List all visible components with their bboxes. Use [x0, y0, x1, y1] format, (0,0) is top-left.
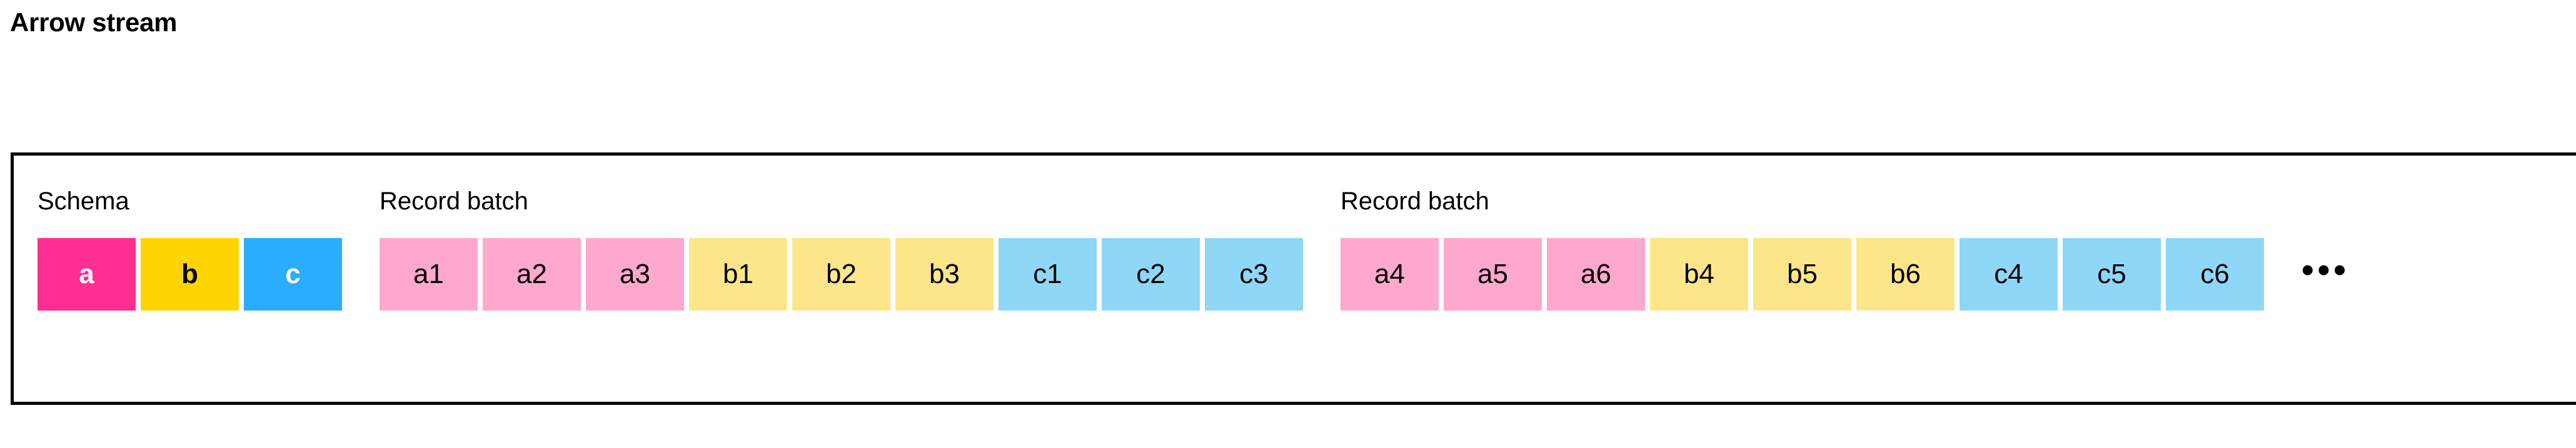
record-batch-cell-a3: a3: [586, 238, 684, 311]
record-batch-cell-a2: a2: [483, 238, 581, 311]
record-batch-cell-b4: b4: [1650, 238, 1748, 311]
record-batch-cell-c1: c1: [999, 238, 1097, 311]
page-title: Arrow stream: [10, 7, 178, 37]
record-batch-cell-b6: b6: [1856, 238, 1955, 311]
record-batch-cell-a6: a6: [1547, 238, 1645, 311]
record-batch-label-2: Record batch: [1341, 187, 1489, 215]
record-batch-cell-a4: a4: [1341, 238, 1439, 311]
record-batch-cell-b3: b3: [895, 238, 994, 311]
record-batch-cell-c2: c2: [1102, 238, 1200, 311]
schema-field-c: c: [244, 238, 342, 311]
record-batch-cell-c5: c5: [2063, 238, 2161, 311]
record-batch-label-1: Record batch: [380, 187, 528, 215]
schema-label: Schema: [38, 187, 129, 215]
record-batch-cell-c3: c3: [1205, 238, 1303, 311]
record-batch-cell-a1: a1: [380, 238, 478, 311]
record-batch-cell-b2: b2: [792, 238, 890, 311]
record-batch-cell-c4: c4: [1960, 238, 2058, 311]
continuation-ellipsis-icon: •••: [2302, 250, 2350, 289]
schema-field-a: a: [38, 238, 136, 311]
schema-field-b: b: [141, 238, 239, 311]
record-batch-cell-c6: c6: [2166, 238, 2264, 311]
record-batch-cell-a5: a5: [1444, 238, 1542, 311]
record-batch-cell-b1: b1: [689, 238, 787, 311]
record-batch-cell-b5: b5: [1753, 238, 1851, 311]
